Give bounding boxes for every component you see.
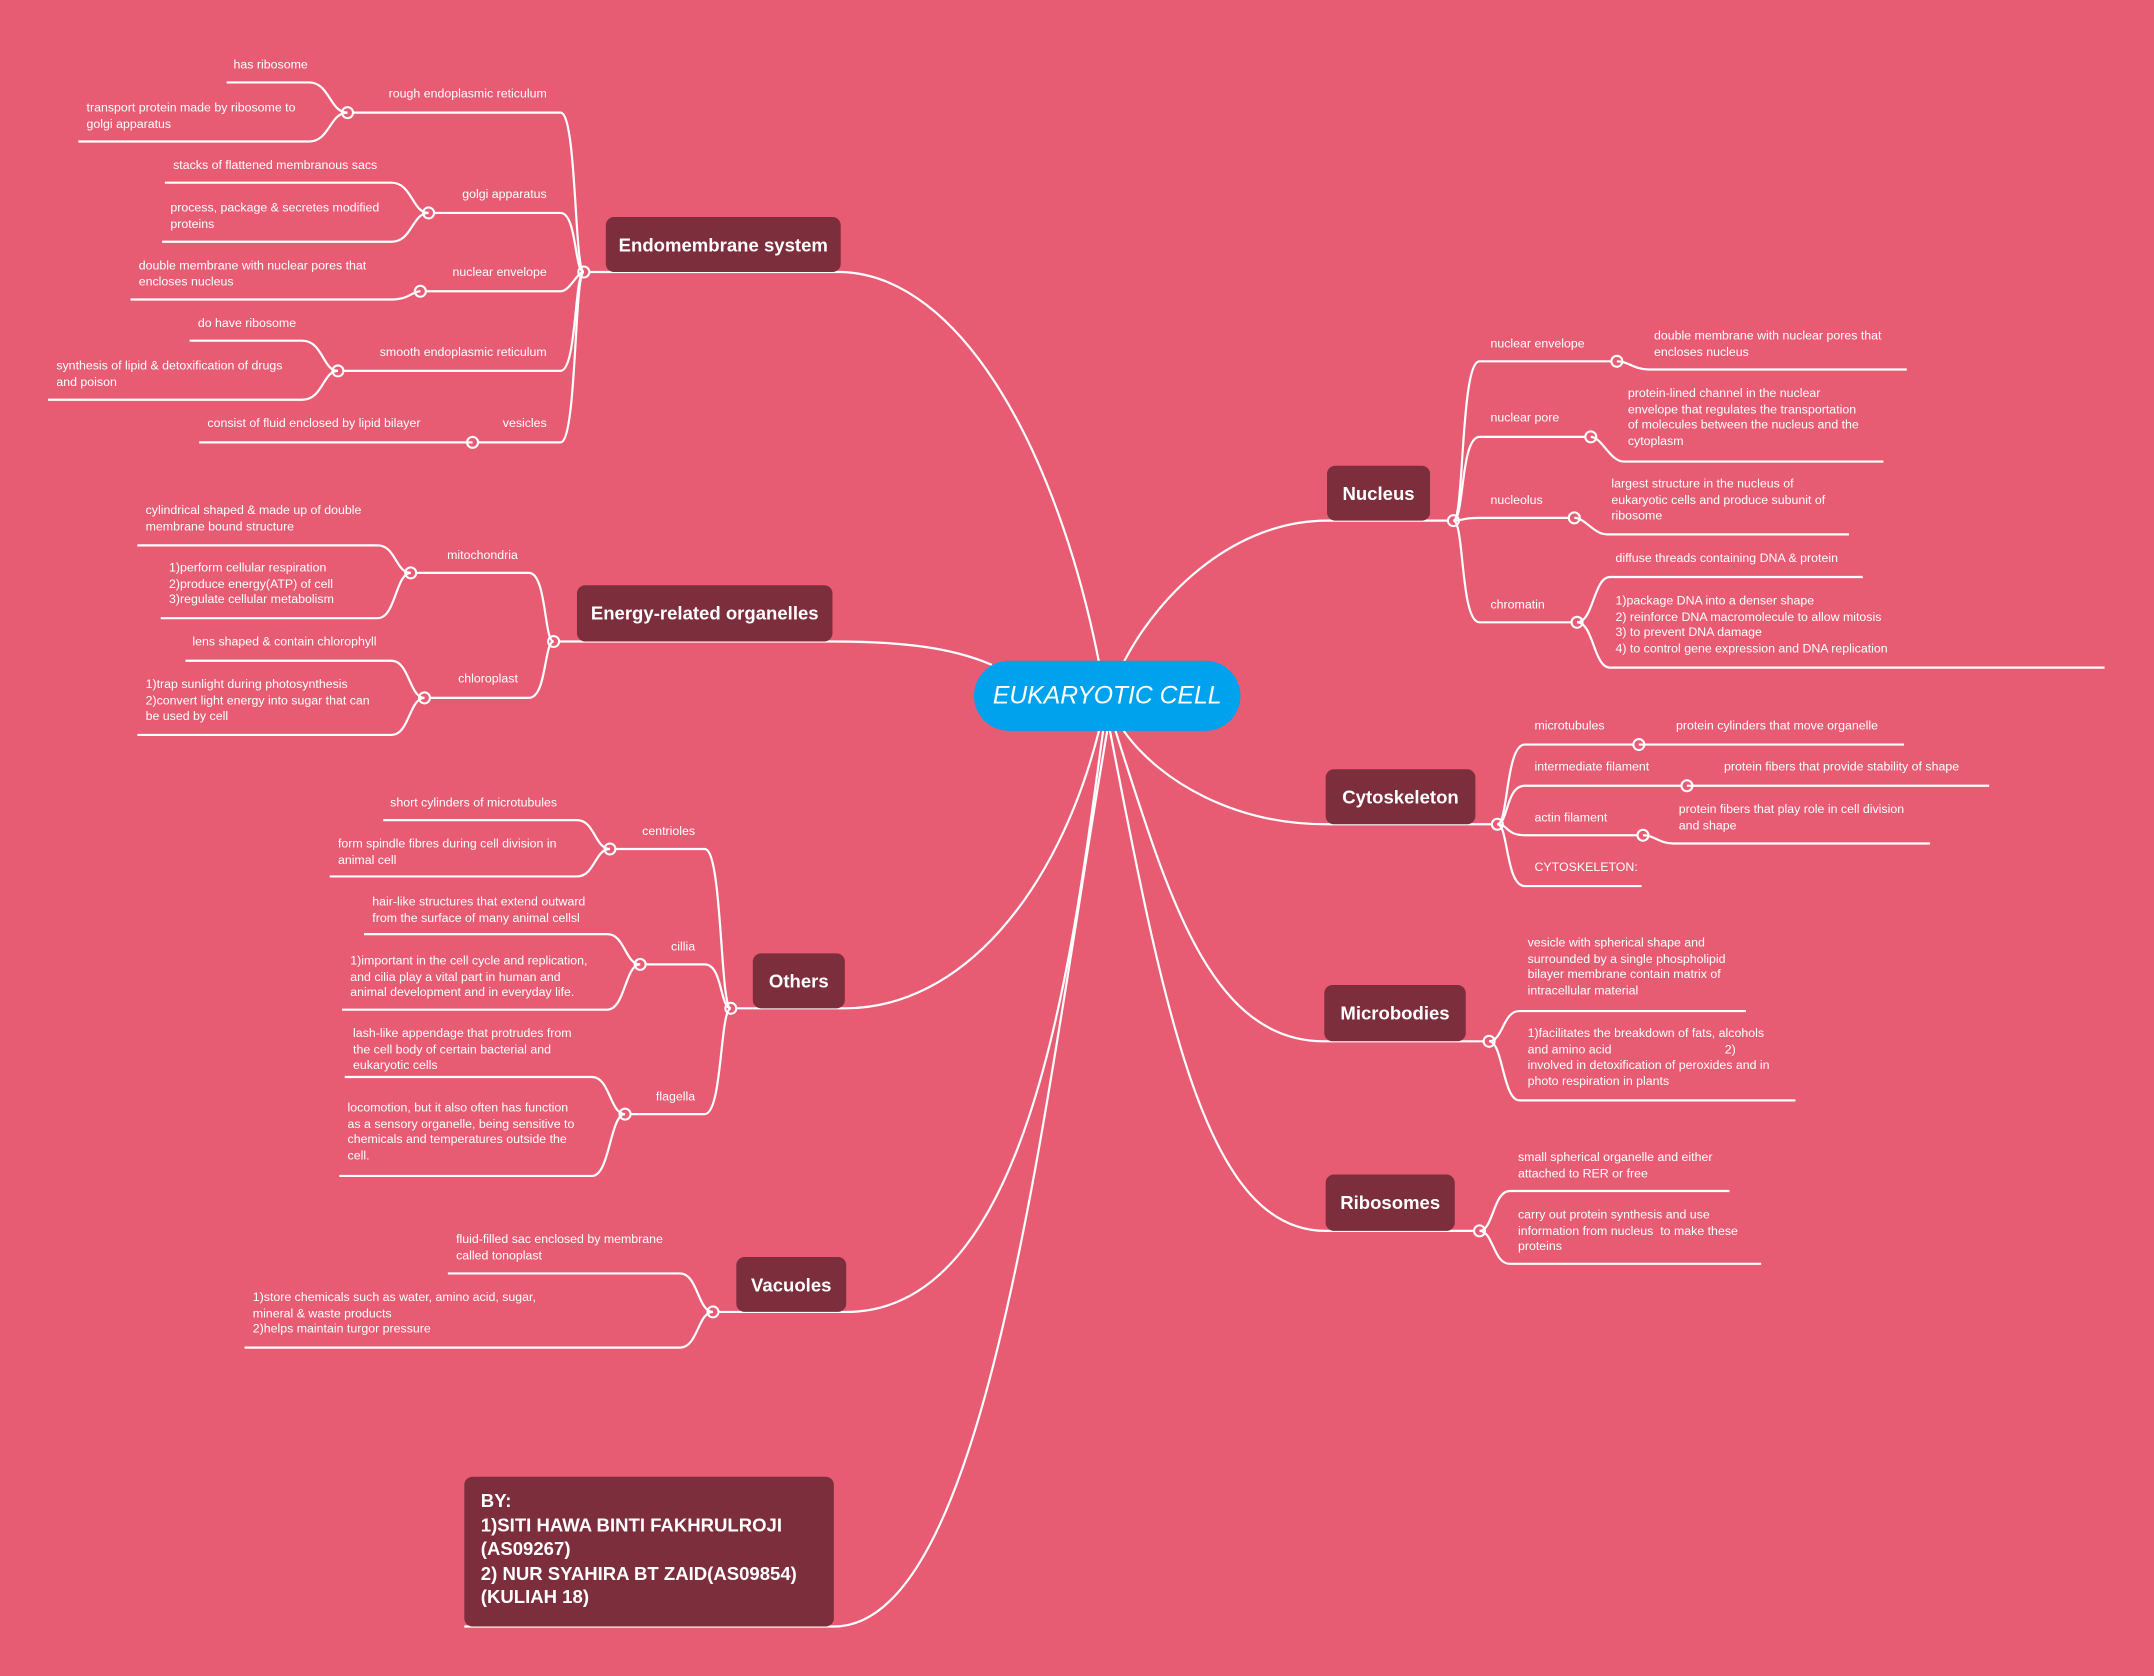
branch-cytoskeleton (1122, 730, 1476, 826)
author-line: BY: (480, 1490, 512, 1512)
subtopic-centrioles[interactable]: centrioles (642, 824, 696, 838)
subtopic-flagella[interactable]: flagella (655, 1089, 696, 1104)
topic-microbodies[interactable]: Microbodies (1324, 984, 1466, 1042)
detail-text[interactable]: cylindrical shaped & made up of double m… (145, 502, 362, 533)
topic-endomembrane[interactable]: Endomembrane system (605, 217, 841, 272)
detail-text[interactable]: small spherical organelle and either att… (1517, 1149, 1713, 1180)
subtopic-rer[interactable]: rough endoplasmic reticulum (388, 86, 547, 101)
topic-ribosomes[interactable]: Ribosomes (1325, 1174, 1455, 1231)
branch-microbodies (1114, 730, 1466, 1043)
detail-text[interactable]: hair-like structures that extend outward… (372, 894, 586, 925)
subtopic-intermediate-filament[interactable]: intermediate filament (1534, 759, 1650, 774)
detail-text[interactable]: form spindle fibres during cell division… (337, 836, 557, 867)
topic-others[interactable]: Others (752, 953, 845, 1009)
subtopic-chloroplast[interactable]: chloroplast (458, 671, 518, 686)
author-box[interactable]: BY: 1)SITI HAWA BINTI FAKHRULROJI (AS092… (464, 1476, 834, 1627)
subtopic-microtubules[interactable]: microtubules (1534, 718, 1605, 733)
subtopic-vesicles[interactable]: vesicles (502, 416, 547, 430)
detail-text[interactable]: short cylinders of microtubules (390, 795, 558, 810)
detail-text[interactable]: has ribosome (233, 57, 308, 72)
central-topic[interactable]: EUKARYOTIC CELL (973, 660, 1241, 731)
detail-text[interactable]: do have ribosome (197, 315, 297, 330)
detail-text[interactable]: stacks of flattened membranous sacs (173, 157, 378, 172)
detail-text[interactable]: consist of fluid enclosed by lipid bilay… (207, 416, 421, 430)
detail-text[interactable]: lash-like appendage that protrudes from … (353, 1026, 572, 1073)
detail-text[interactable]: 1)trap sunlight during photosynthesis 2)… (145, 677, 370, 724)
topic-cytoskeleton[interactable]: Cytoskeleton (1325, 769, 1476, 825)
author-line: (AS09267) (480, 1538, 571, 1560)
subtopic-chromatin[interactable]: chromatin (1490, 597, 1545, 612)
detail-text[interactable]: lens shaped & contain chlorophyll (192, 634, 377, 649)
detail-text[interactable]: double membrane with nuclear pores that … (138, 258, 367, 289)
detail-text[interactable]: locomotion, but it also often has functi… (347, 1100, 575, 1163)
branch-author (464, 730, 1109, 1628)
branch-others (752, 730, 1101, 1010)
author-line: (KULIAH 18) (480, 1586, 590, 1608)
detail-text[interactable]: protein fibers that provide stability of… (1724, 759, 1960, 774)
topic-vacuoles[interactable]: Vacuoles (736, 1256, 847, 1312)
topic-energy[interactable]: Energy-related organelles (576, 585, 833, 642)
subtopic-ser[interactable]: smooth endoplasmic reticulum (379, 344, 547, 359)
detail-text[interactable]: 1)perform cellular respiration 2)produce… (168, 560, 334, 607)
detail-text[interactable]: 1)important in the cell cycle and replic… (350, 953, 588, 1000)
branch-endomembrane (605, 270, 1101, 663)
subtopic-actin-filament[interactable]: actin filament (1534, 810, 1608, 825)
author-line: 1)SITI HAWA BINTI FAKHRULROJI (480, 1514, 783, 1536)
detail-text[interactable]: largest structure in the nucleus of euka… (1611, 476, 1826, 523)
detail-text[interactable]: synthesis of lipid & detoxification of d… (56, 358, 283, 389)
subtopic-mitochondria[interactable]: mitochondria (447, 548, 518, 562)
subtopic-nuclear-pore[interactable]: nuclear pore (1490, 410, 1560, 425)
detail-text[interactable]: double membrane with nuclear pores that … (1653, 328, 1882, 359)
branch-ribosomes (1108, 730, 1455, 1232)
author-line: 2) NUR SYAHIRA BT ZAID(AS09854) (480, 1562, 797, 1584)
topic-nucleus[interactable]: Nucleus (1327, 465, 1431, 521)
detail-text[interactable]: 1)package DNA into a denser shape 2) rei… (1615, 593, 1888, 656)
subtopic-nucleolus[interactable]: nucleolus (1490, 493, 1543, 507)
detail-text[interactable]: fluid-filled sac enclosed by membrane ca… (456, 1232, 663, 1263)
branch-vacuoles (736, 730, 1105, 1314)
branch-energy (576, 640, 993, 666)
detail-text[interactable]: process, package & secretes modified pro… (170, 200, 380, 231)
detail-text[interactable]: protein-lined channel in the nuclear env… (1627, 386, 1859, 448)
subtopic-cillia[interactable]: cillia (671, 939, 696, 954)
detail-text[interactable]: carry out protein synthesis and use info… (1517, 1207, 1738, 1254)
subtopic-golgi[interactable]: golgi apparatus (462, 186, 547, 201)
subtopic-nuclear-envelope[interactable]: nuclear envelope (452, 265, 547, 279)
subtopic-nucleus-envelope[interactable]: nuclear envelope (1490, 336, 1585, 351)
detail-text[interactable]: vesicle with spherical shape and surroun… (1527, 935, 1726, 998)
subtopic-cytoskeleton-label[interactable]: CYTOSKELETON: (1534, 859, 1638, 874)
branch-nucleus (1122, 519, 1431, 663)
detail-text[interactable]: protein fibers that play role in cell di… (1678, 802, 1905, 833)
detail-text[interactable]: protein cylinders that move organelle (1675, 718, 1879, 733)
detail-text[interactable]: transport protein made by ribosome to go… (86, 100, 296, 131)
detail-text[interactable]: 1)facilitates the breakdown of fats, alc… (1527, 1026, 1770, 1089)
detail-text[interactable]: diffuse threads containing DNA & protein (1615, 550, 1838, 565)
detail-text[interactable]: 1)store chemicals such as water, amino a… (252, 1289, 536, 1336)
